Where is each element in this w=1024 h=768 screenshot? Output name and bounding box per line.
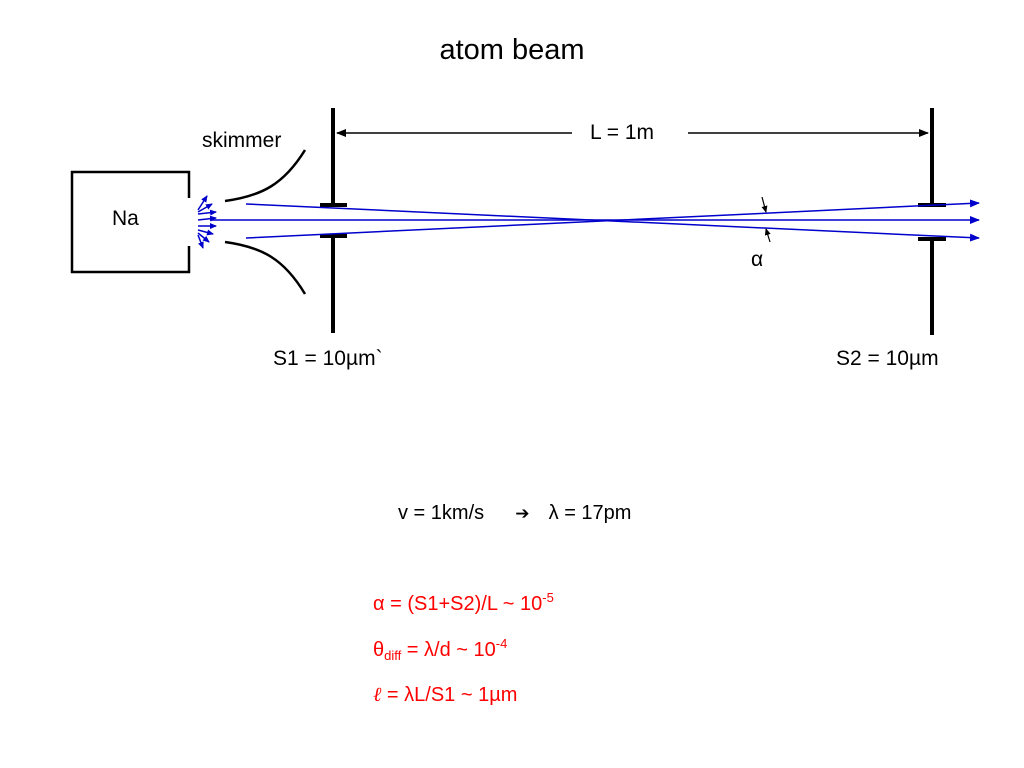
formula-theta: θdiff = λ/d ~ 10-4	[373, 636, 507, 663]
formula-alpha: α = (S1+S2)/L ~ 10-5	[373, 590, 554, 616]
slit-2-label: S2 = 10µm	[836, 347, 939, 370]
formula-theta-text: = λ/d ~ 10	[401, 639, 496, 661]
distance-label: L = 1m	[590, 121, 655, 144]
skimmer	[224, 149, 307, 295]
wavelength-value: λ = 17pm	[548, 502, 632, 524]
formula-coherence-symbol: ℓ	[373, 682, 382, 706]
skimmer-label: skimmer	[202, 129, 282, 152]
formula-theta-exponent: -4	[495, 636, 508, 651]
page-title: atom beam	[439, 34, 585, 66]
implies-arrow-icon: ➔	[515, 504, 530, 524]
formula-theta-symbol: θ	[373, 639, 385, 661]
formula-theta-subscript: diff	[384, 648, 402, 663]
angle-label: α	[751, 248, 764, 271]
slit-2	[918, 108, 946, 335]
emission-arrows	[197, 195, 217, 249]
formula-alpha-exponent: -5	[542, 590, 554, 605]
slit-1	[320, 108, 347, 333]
velocity-value: v = 1km/s	[398, 502, 485, 524]
formula-coherence-text: = λL/S1 ~ 1µm	[381, 684, 518, 706]
source-box	[70, 170, 191, 274]
angle-indicator	[761, 196, 771, 243]
formula-coherence: ℓ = λL/S1 ~ 1µm	[373, 682, 517, 707]
slit-1-label: S1 = 10µm`	[273, 347, 383, 370]
beam-rays	[210, 199, 980, 242]
source-label: Na	[112, 207, 139, 230]
velocity-line: v = 1km/s ➔ λ = 17pm	[398, 502, 631, 525]
formula-alpha-text: α = (S1+S2)/L ~ 10	[373, 593, 543, 615]
